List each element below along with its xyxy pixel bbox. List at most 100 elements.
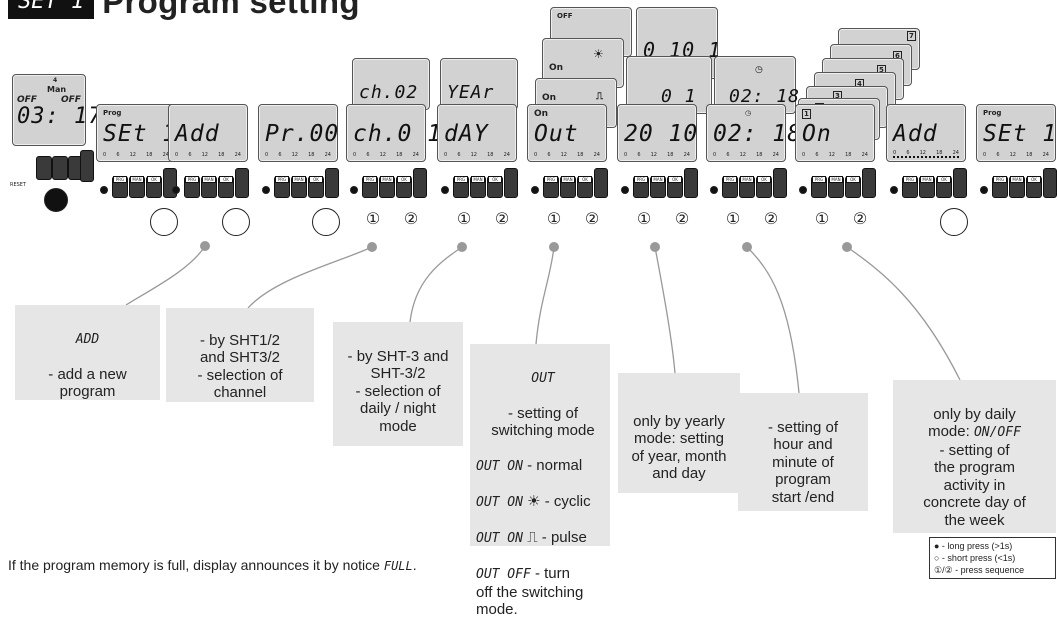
device-manual-button[interactable] <box>80 150 94 182</box>
manual-button[interactable] <box>1043 168 1057 198</box>
button-label: OK <box>757 176 771 183</box>
scale-tick: 24 <box>772 152 779 158</box>
button-label: OK <box>937 176 951 183</box>
man-button[interactable]: MAN <box>828 176 844 198</box>
prg-button[interactable]: PRG <box>543 176 559 198</box>
prg-button[interactable]: PRG <box>184 176 200 198</box>
indicator-dot <box>621 186 629 194</box>
ok-button[interactable]: OK <box>146 176 162 198</box>
sequence-1-icon: ① <box>543 208 565 230</box>
ok-button[interactable]: OK <box>308 176 324 198</box>
prg-button[interactable]: PRG <box>722 176 738 198</box>
scale-tick: 0 <box>103 152 107 158</box>
ok-button[interactable]: OK <box>487 176 503 198</box>
prg-button[interactable]: PRG <box>902 176 918 198</box>
prg-button[interactable]: PRG <box>811 176 827 198</box>
manual-button[interactable] <box>862 168 876 198</box>
man-button[interactable]: MAN <box>129 176 145 198</box>
sequence-1-icon: ① <box>362 208 384 230</box>
manual-button[interactable] <box>235 168 249 198</box>
button-label: PRG <box>544 176 558 183</box>
manual-button[interactable] <box>325 168 339 198</box>
man-button[interactable]: MAN <box>201 176 217 198</box>
device-long-press-icon <box>44 188 68 212</box>
short-press-icon <box>150 208 178 236</box>
man-button[interactable]: MAN <box>379 176 395 198</box>
device-man-button[interactable] <box>52 156 68 180</box>
man-button[interactable]: MAN <box>291 176 307 198</box>
man-button[interactable]: MAN <box>470 176 486 198</box>
note-year: only by yearly mode: setting of year, mo… <box>618 373 740 493</box>
ok-button[interactable]: OK <box>667 176 683 198</box>
sequence-1-icon: ① <box>453 208 475 230</box>
sequence-2-icon: ② <box>849 208 871 230</box>
prg-button[interactable]: PRG <box>453 176 469 198</box>
man-button[interactable]: MAN <box>739 176 755 198</box>
button-label: OK <box>578 176 592 183</box>
scale-tick: 24 <box>503 152 510 158</box>
note-daynight: - by SHT-3 and SHT-3/2 - selection of da… <box>333 322 463 446</box>
man-button[interactable]: MAN <box>919 176 935 198</box>
ok-button[interactable]: OK <box>936 176 952 198</box>
lcd-text: On <box>802 121 832 147</box>
manual-button[interactable] <box>953 168 967 198</box>
manual-button[interactable] <box>594 168 608 198</box>
device-display: 4 Man OFF OFF 03: 17 <box>12 74 101 146</box>
prg-button[interactable]: PRG <box>112 176 128 198</box>
ok-button[interactable]: OK <box>1026 176 1042 198</box>
button-label: OK <box>668 176 682 183</box>
manual-button[interactable] <box>684 168 698 198</box>
sequence-2-icon: ② <box>671 208 693 230</box>
prg-button[interactable]: PRG <box>274 176 290 198</box>
scale-tick: 6 <box>366 152 370 158</box>
scale-tick: 0 <box>444 152 448 158</box>
sequence-2-icon: ② <box>400 208 422 230</box>
ok-button[interactable]: OK <box>756 176 772 198</box>
scale-tick: 0 <box>983 152 987 158</box>
ok-button[interactable]: OK <box>218 176 234 198</box>
button-label: PRG <box>812 176 826 183</box>
note-add: ADD - add a new program <box>15 305 160 400</box>
manual-button[interactable] <box>413 168 427 198</box>
sequence-2-icon: ② <box>760 208 782 230</box>
scale-tick: 24 <box>162 152 169 158</box>
off-right: OFF <box>61 95 81 105</box>
button-label: MAN <box>380 176 394 183</box>
button-label: OK <box>846 176 860 183</box>
scale-tick: 18 <box>146 152 153 158</box>
lcd-indicator: Prog <box>983 109 1002 117</box>
button-label: OK <box>397 176 411 183</box>
prg-button[interactable]: PRG <box>992 176 1008 198</box>
prg-button[interactable]: PRG <box>362 176 378 198</box>
back-screen-year: YEAr <box>440 58 518 110</box>
man-button[interactable]: MAN <box>560 176 576 198</box>
man-button[interactable]: MAN <box>1009 176 1025 198</box>
manual-button[interactable] <box>504 168 518 198</box>
note-out: OUT - setting of switching mode OUT ON -… <box>470 344 610 618</box>
scale-tick: 12 <box>560 152 567 158</box>
manual-button[interactable] <box>773 168 787 198</box>
ok-button[interactable]: OK <box>577 176 593 198</box>
scale-tick: 24 <box>952 150 959 156</box>
device-prg-button[interactable] <box>36 156 52 180</box>
man-button[interactable]: MAN <box>650 176 666 198</box>
scale-tick: 12 <box>828 152 835 158</box>
scale-tick: 0 <box>175 152 179 158</box>
indicator-dot <box>531 186 539 194</box>
scale-tick: 24 <box>861 152 868 158</box>
ok-button[interactable]: OK <box>845 176 861 198</box>
indicator-dot <box>262 186 270 194</box>
prg-button[interactable]: PRG <box>633 176 649 198</box>
scale-tick: 0 <box>802 152 806 158</box>
ok-button[interactable]: OK <box>396 176 412 198</box>
scale-tick: 0 <box>353 152 357 158</box>
button-label: MAN <box>1010 176 1024 183</box>
